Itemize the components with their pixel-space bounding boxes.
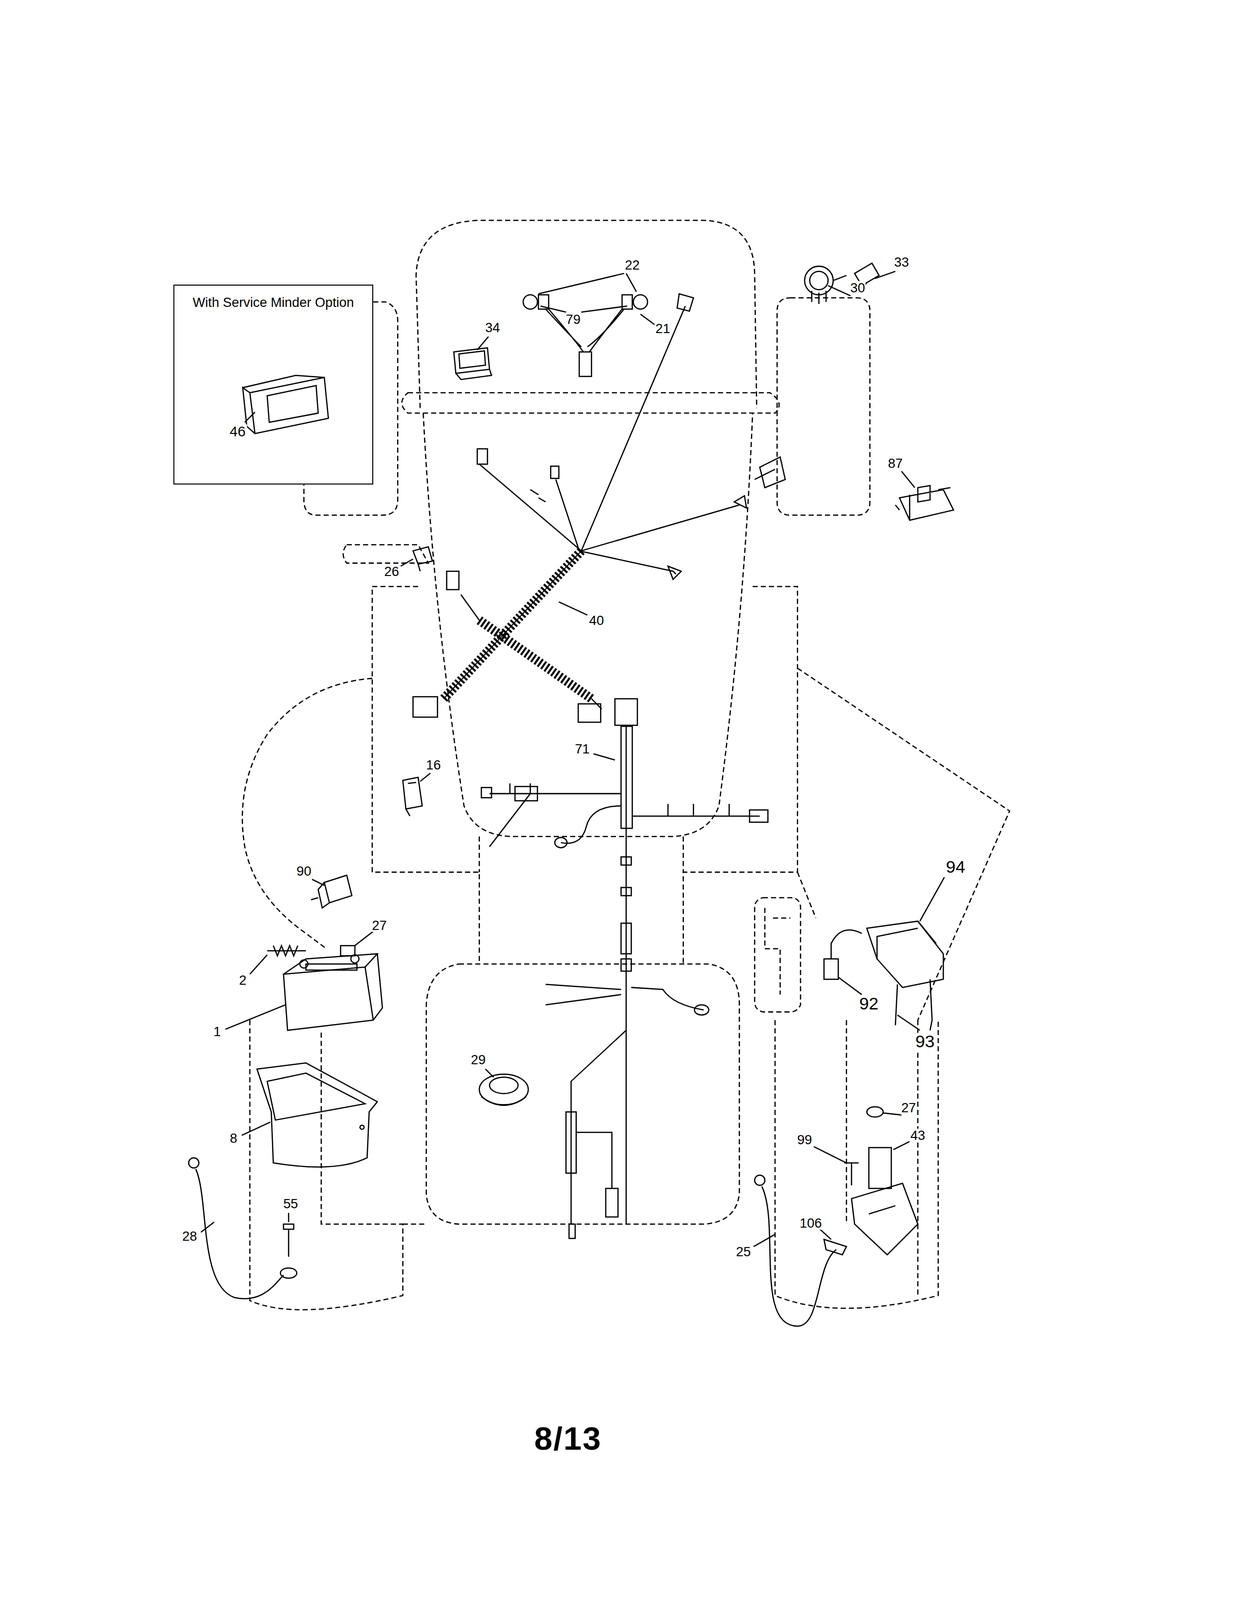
leader-lines [200, 271, 945, 1247]
callout-number: 30 [849, 281, 867, 295]
callout-number: 92 [858, 994, 880, 1013]
callout-number: 1 [212, 1024, 222, 1038]
pto-switch [895, 485, 954, 521]
headlight-harness [522, 294, 648, 377]
callout-number: 43 [909, 1128, 927, 1142]
callout-number: 71 [573, 742, 591, 756]
callout-number: 8 [228, 1131, 238, 1145]
tractor-outline [242, 220, 1010, 1310]
callout-number: 29 [469, 1052, 487, 1066]
alarm-90 [311, 874, 352, 908]
battery-cable-25 [754, 1174, 837, 1326]
callout-number: 79 [564, 312, 582, 326]
callout-number: 25 [734, 1244, 752, 1258]
rocker-switch [453, 347, 492, 380]
callout-number: 40 [587, 613, 605, 627]
callout-number: 94 [944, 857, 967, 876]
ignition-switch [804, 266, 847, 304]
callout-number: 22 [623, 258, 641, 272]
callout-number: 46 [228, 424, 247, 439]
battery [267, 945, 383, 1030]
callout-number: 87 [887, 456, 904, 470]
battery-tray [256, 1062, 378, 1167]
callout-number: 99 [796, 1132, 814, 1146]
battery-cable-28 [188, 1157, 297, 1299]
callout-number: 34 [484, 320, 502, 334]
callout-number: 93 [914, 1032, 936, 1050]
callout-number: 106 [798, 1216, 824, 1230]
callout-number: 2 [237, 973, 248, 987]
page-number: 8/13 [533, 1421, 603, 1455]
callout-number: 33 [893, 255, 911, 269]
inset-title: With Service Minder Option [174, 294, 373, 311]
callout-number: 27 [900, 1100, 918, 1114]
connector-16 [402, 776, 423, 816]
fuse-holder [412, 546, 433, 571]
callout-number: 28 [181, 1229, 199, 1243]
solenoid-43 [824, 1106, 919, 1255]
main-harness [412, 293, 786, 723]
callout-number: 16 [425, 758, 443, 772]
grommet-29 [479, 1073, 529, 1105]
callout-number: 21 [654, 321, 672, 335]
inset-box: With Service Minder Option [173, 284, 374, 485]
callout-number: 27 [370, 918, 388, 932]
callout-number: 26 [383, 564, 401, 578]
chassis-harness [481, 698, 768, 1238]
service-minder-module [242, 375, 329, 434]
callout-number: 90 [295, 864, 313, 878]
callout-number: 55 [282, 1196, 300, 1210]
module-94 [824, 920, 944, 1026]
